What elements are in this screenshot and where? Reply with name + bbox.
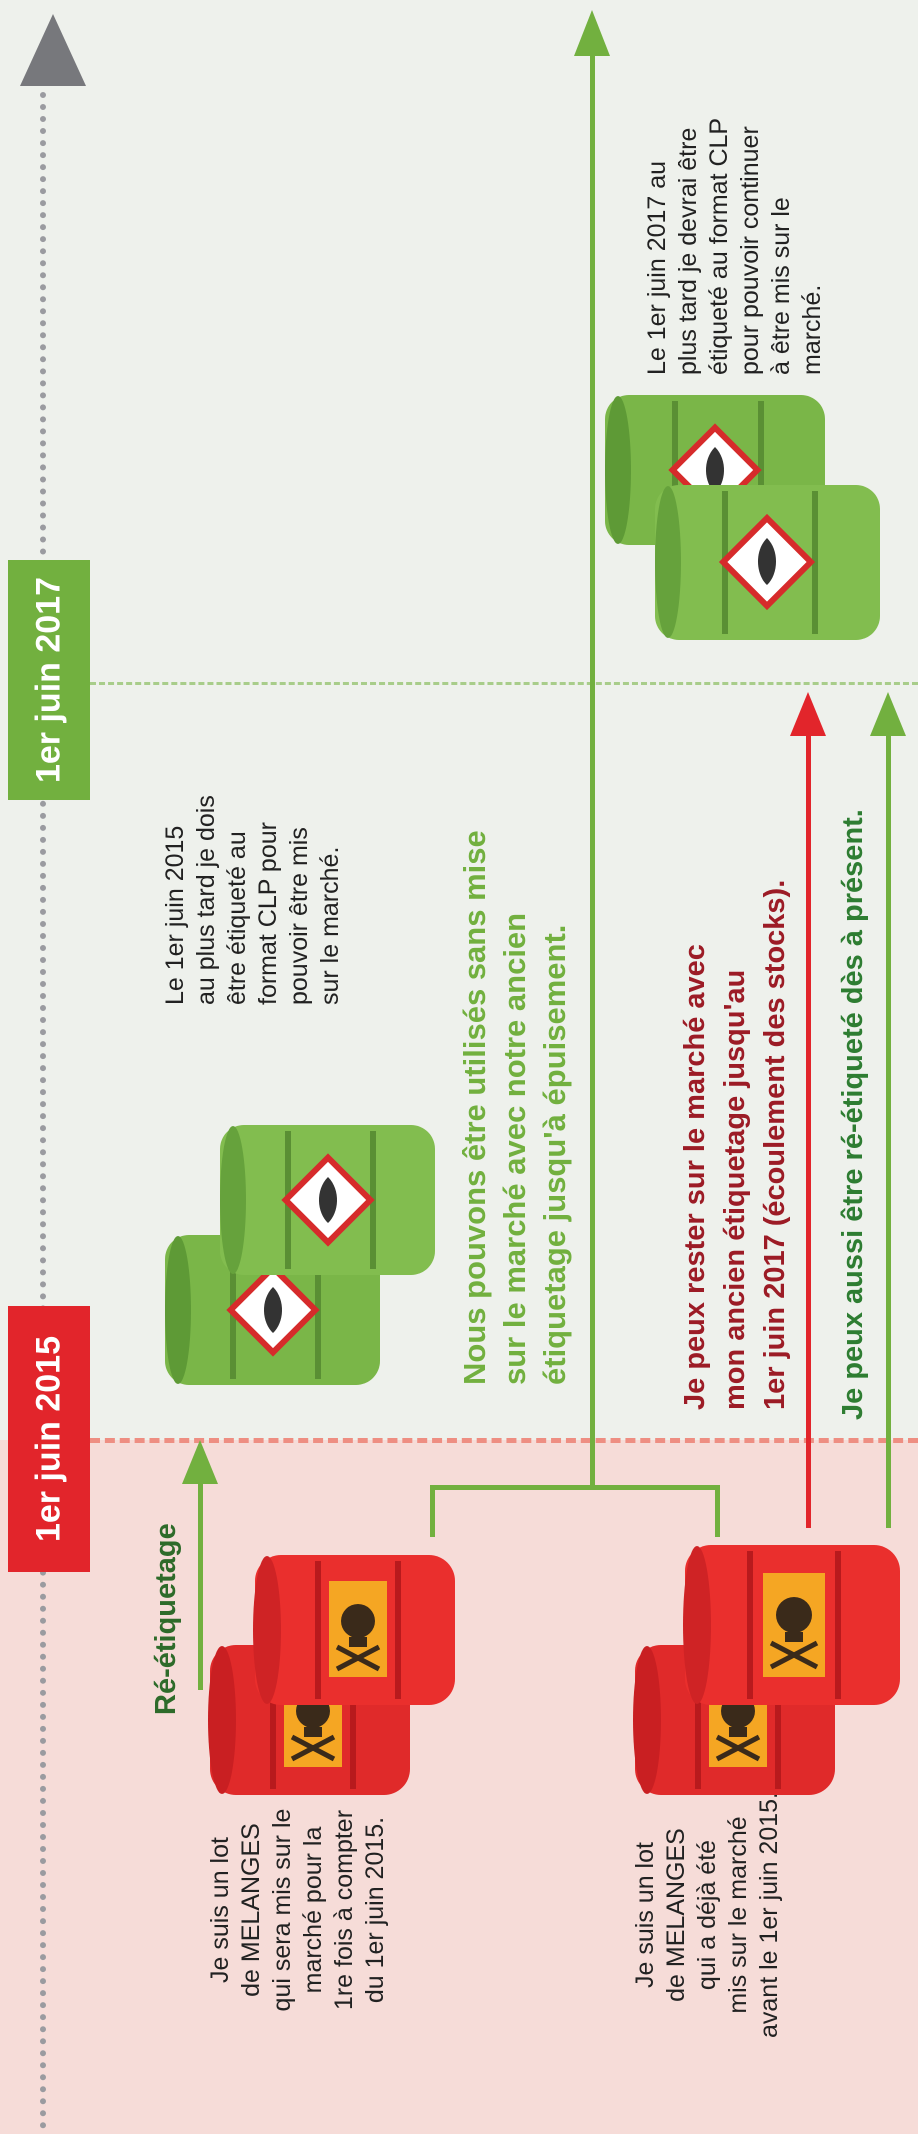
relabeling-label: Ré-étiquetage: [150, 1475, 183, 1715]
relabel-now-arrow-line: [886, 730, 891, 1528]
bracket-left-leg: [430, 1485, 435, 1537]
date-2017-label: 1er juin 2017: [30, 577, 69, 783]
date-badge-2017: 1er juin 2017: [8, 560, 90, 800]
must-label-2015-text: Le 1er juin 2015 au plus tard je dois êt…: [160, 575, 346, 1005]
red-toxic-barrel-icon: [253, 1555, 455, 1705]
bracket-horizontal: [430, 1485, 720, 1490]
long-green-arrow-line: [590, 40, 595, 1490]
green-ghs-barrel-icon: [655, 485, 880, 640]
green-barrels-2015: [160, 1125, 460, 1425]
date-badge-2015: 1er juin 2015: [8, 1306, 90, 1572]
red-barrels-new-lot: [200, 1555, 470, 1845]
red-toxic-barrel-icon: [683, 1545, 900, 1705]
relabel-now-arrow-head: [870, 692, 906, 736]
timeline-arrow-icon: [20, 14, 86, 86]
stock-red-arrow-line: [806, 730, 811, 1528]
must-label-2017-text: Le 1er juin 2017 au plus tard je devrai …: [642, 0, 828, 375]
long-green-arrow-head: [574, 10, 610, 56]
green-barrels-2017: [600, 395, 910, 675]
date-2015-label: 1er juin 2015: [30, 1336, 69, 1542]
bracket-right-leg: [715, 1485, 720, 1537]
relabel-arrow-head: [182, 1440, 218, 1484]
timeline-dotted-line: [40, 80, 46, 2130]
can-stay-until-2017-text: Je peux rester sur le marché avec mon an…: [675, 690, 795, 1410]
can-relabel-now-text: Je peux aussi être ré-étiqueté dès à pré…: [836, 700, 870, 1420]
red-barrels-existing-lot: [625, 1545, 915, 1845]
can-use-until-depletion-text: Nous pouvons être utilisés sans mise sur…: [455, 665, 575, 1385]
stock-red-arrow-head: [790, 692, 826, 736]
green-ghs-barrel-icon: [220, 1125, 435, 1275]
